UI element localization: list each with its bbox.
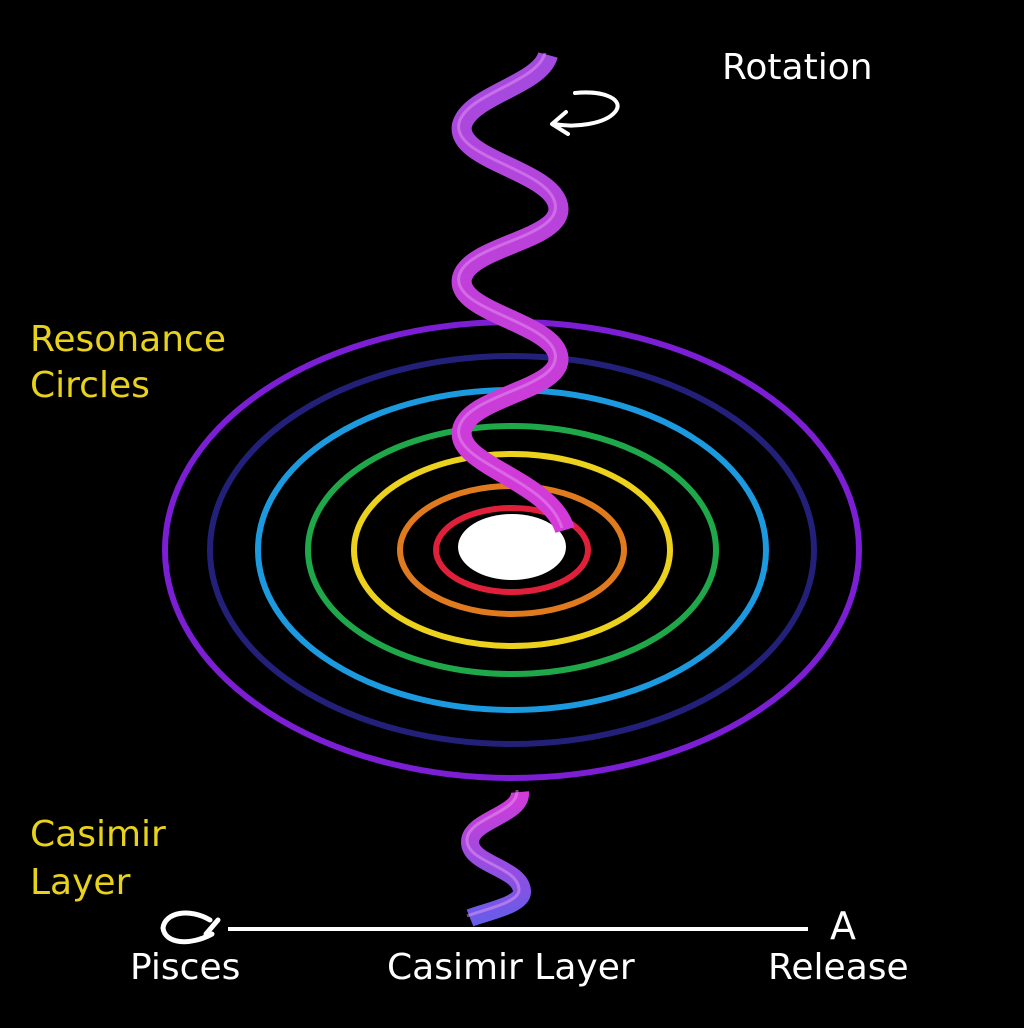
pisces-label: Pisces (130, 947, 241, 988)
casimir-layer-side-label-line1: Casimir (30, 814, 166, 855)
casimir-layer-bottom-label: Casimir Layer (387, 947, 635, 988)
casimir-layer-side-label-line2: Layer (30, 862, 131, 903)
counterclockwise-arrow-icon (550, 90, 620, 136)
lower-helix-highlight (465, 789, 521, 918)
upper-helix-ribbon (451, 50, 575, 534)
rotation-label: Rotation (722, 47, 873, 88)
ring-yellow (351, 451, 673, 649)
lower-helix (460, 789, 532, 927)
release-label: Release (768, 947, 909, 988)
pisces-fish-icon (160, 910, 221, 945)
upper-helix-highlight (457, 52, 564, 529)
core-white-disc (458, 514, 566, 580)
resonance-circles-label-line1: Resonance (30, 319, 226, 360)
resonance-circles-label-line2: Circles (30, 365, 150, 406)
ring-green (305, 423, 719, 677)
ring-red (433, 505, 591, 595)
upper-helix (451, 50, 575, 534)
release-glyph: A (830, 904, 856, 948)
ring-indigo (207, 353, 817, 747)
